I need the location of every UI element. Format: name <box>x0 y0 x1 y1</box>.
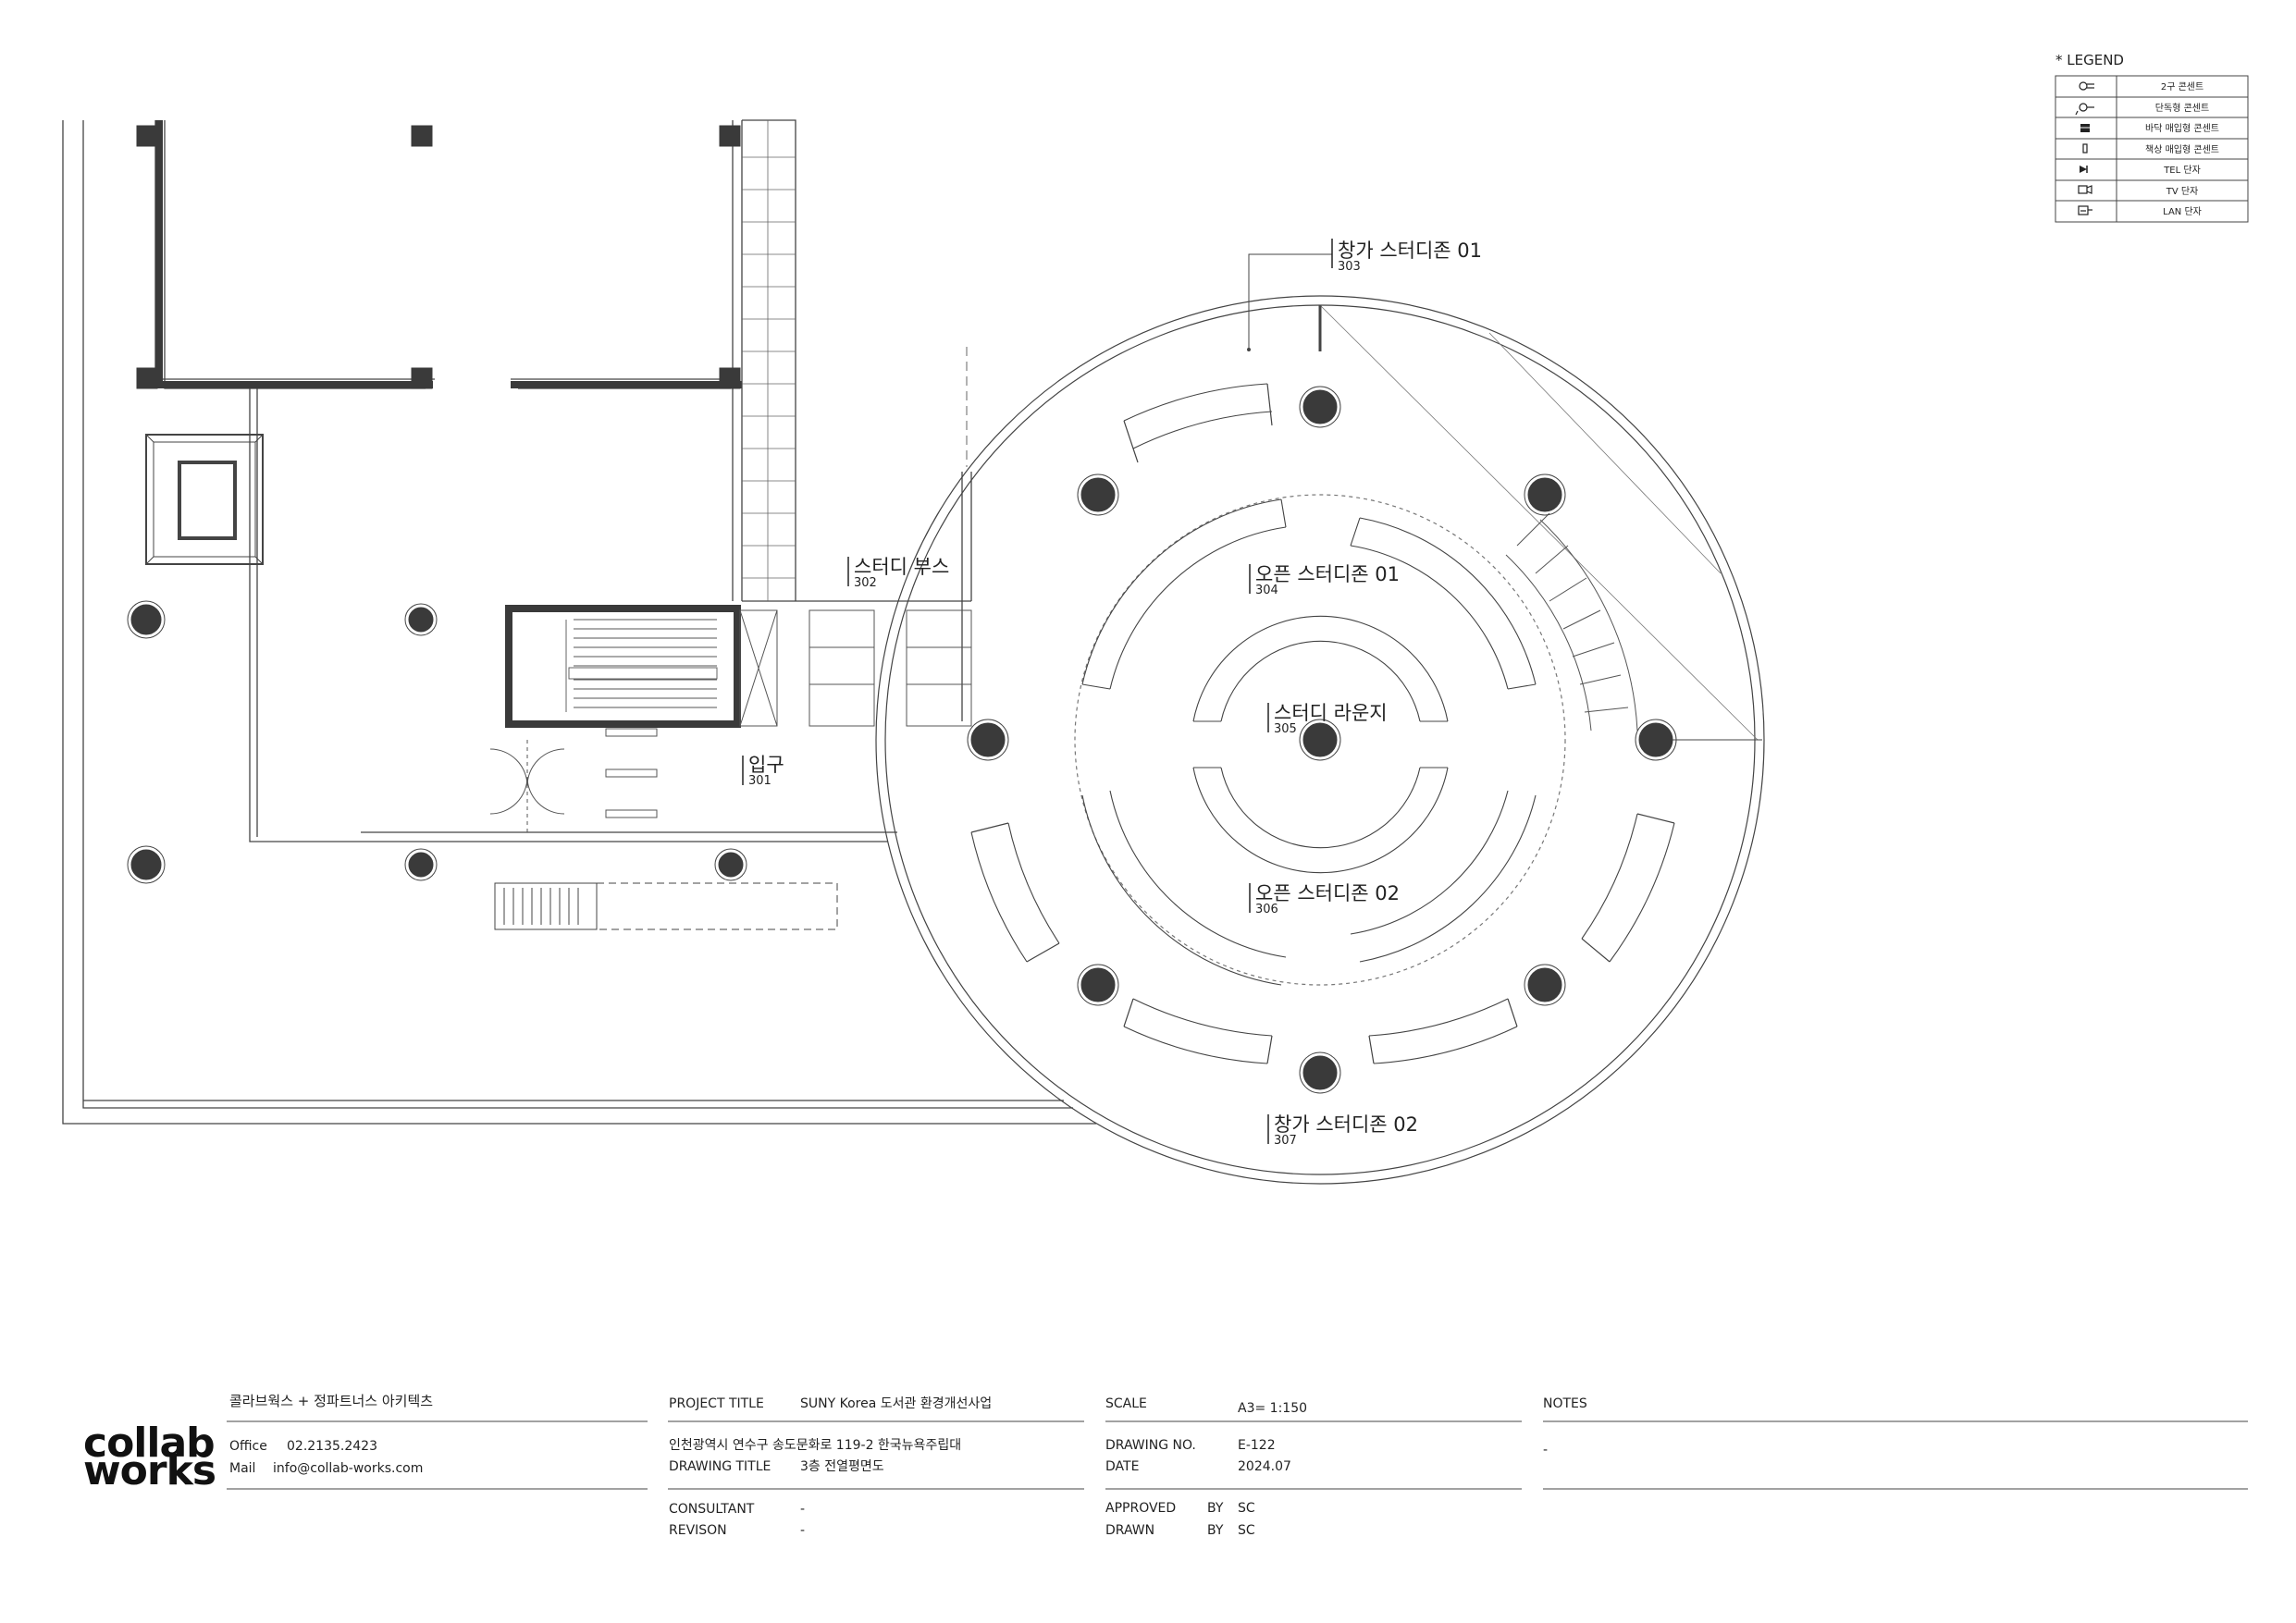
elevator-core <box>145 434 264 565</box>
legend-label-desk: 책상 매입형 콘센트 <box>2145 143 2219 155</box>
lan-outlet-icon <box>2078 205 2092 215</box>
room-number-302: 302 <box>854 576 877 590</box>
project-title-label: PROJECT TITLE <box>669 1396 764 1411</box>
drawing-title-label: DRAWING TITLE <box>669 1459 771 1474</box>
leader-dot-303 <box>1247 348 1251 351</box>
desk-outlet-icon <box>2082 143 2088 154</box>
scale-value: A3= 1:150 <box>1238 1401 1307 1416</box>
curved-stair <box>1505 512 1638 732</box>
room-name-307: 창가 스터디존 02 <box>1274 1113 1418 1136</box>
room-number-306: 306 <box>1255 903 1278 916</box>
legend: * LEGEND <box>2055 52 2249 223</box>
tel-outlet-icon <box>2080 166 2088 173</box>
columns <box>130 125 1673 1090</box>
office-phone: 02.2135.2423 <box>287 1439 377 1454</box>
logo-line-1: collab <box>83 1420 215 1467</box>
approved-label: APPROVED <box>1105 1501 1176 1516</box>
room-number-304: 304 <box>1255 584 1278 597</box>
drawing-title-value: 3층 전열평면도 <box>800 1459 884 1474</box>
legend-label-tel: TEL 단자 <box>2163 165 2201 176</box>
entrance-door <box>489 728 658 832</box>
legend-label-lan: LAN 단자 <box>2163 206 2202 217</box>
drawing-no-value: E-122 <box>1238 1438 1276 1453</box>
building-outline <box>62 119 1096 1125</box>
single-outlet-icon <box>2075 103 2094 116</box>
mail-address: info@collab-works.com <box>273 1461 423 1476</box>
column-rings <box>127 386 1677 1094</box>
corridor-tiles <box>742 120 796 601</box>
room-number-303: 303 <box>1338 260 1361 274</box>
room-name-303: 창가 스터디존 01 <box>1338 240 1482 262</box>
legend-heading: * LEGEND <box>2055 52 2124 68</box>
stairwell <box>505 605 741 728</box>
duplex-outlet-icon <box>2079 81 2094 91</box>
arc-desks <box>970 383 1675 1064</box>
notes-value: - <box>1543 1443 1548 1457</box>
legend-label-floor: 바닥 매입형 콘센트 <box>2145 122 2219 134</box>
floor-outlet-icon <box>2080 124 2090 132</box>
drawing-no-label: DRAWING NO. <box>1105 1438 1196 1453</box>
date-value: 2024.07 <box>1238 1459 1291 1474</box>
date-label: DATE <box>1105 1459 1139 1474</box>
consultant-label: CONSULTANT <box>669 1502 755 1517</box>
approved-by: BY <box>1207 1501 1224 1516</box>
legend-label-single: 단독형 콘센트 <box>2155 103 2209 114</box>
office-label: Office <box>229 1439 267 1454</box>
title-block: collab works 콜라브웍스 + 정파트너스 아키텍츠 Office 0… <box>83 1393 2248 1538</box>
room-name-304: 오픈 스터디존 01 <box>1255 563 1400 585</box>
project-title-value: SUNY Korea 도서관 환경개선사업 <box>800 1396 992 1411</box>
room-name-301: 입구 <box>748 754 784 776</box>
room-name-302: 스터디 부스 <box>854 556 949 578</box>
room-number-301: 301 <box>748 774 772 788</box>
firm-name: 콜라브웍스 + 정파트너스 아키텍츠 <box>229 1393 433 1409</box>
tv-outlet-icon <box>2078 185 2092 194</box>
room-number-307: 307 <box>1274 1134 1297 1148</box>
study-booth-partitions <box>739 609 972 727</box>
room-number-305: 305 <box>1274 722 1297 736</box>
drawn-value: SC <box>1238 1523 1255 1538</box>
consultant-value: - <box>800 1502 805 1517</box>
circular-pavilion <box>875 295 1765 1185</box>
drawn-label: DRAWN <box>1105 1523 1154 1538</box>
window-desk-clusters <box>970 383 1675 1064</box>
revision-label: REVISON <box>669 1523 727 1538</box>
lower-stair <box>494 882 838 930</box>
room-name-305: 스터디 라운지 <box>1274 702 1388 724</box>
room-labels: 창가 스터디존 01 303 스터디 부스 302 오픈 스터디존 01 304… <box>742 239 1482 1148</box>
logo-line-2: works <box>83 1447 216 1494</box>
legend-label-tv: TV 단자 <box>2166 186 2199 197</box>
room-name-306: 오픈 스터디존 02 <box>1255 882 1400 904</box>
project-address: 인천광역시 연수구 송도문화로 119-2 한국뉴욕주립대 <box>669 1438 961 1453</box>
legend-label-duplex: 2구 콘센트 <box>2161 81 2203 92</box>
mail-label: Mail <box>229 1461 255 1476</box>
notes-label: NOTES <box>1543 1396 1587 1411</box>
scale-label: SCALE <box>1105 1396 1147 1411</box>
approved-value: SC <box>1238 1501 1255 1516</box>
revision-value: - <box>800 1523 805 1538</box>
drawn-by: BY <box>1207 1523 1224 1538</box>
leader-line-303 <box>1248 253 1332 351</box>
